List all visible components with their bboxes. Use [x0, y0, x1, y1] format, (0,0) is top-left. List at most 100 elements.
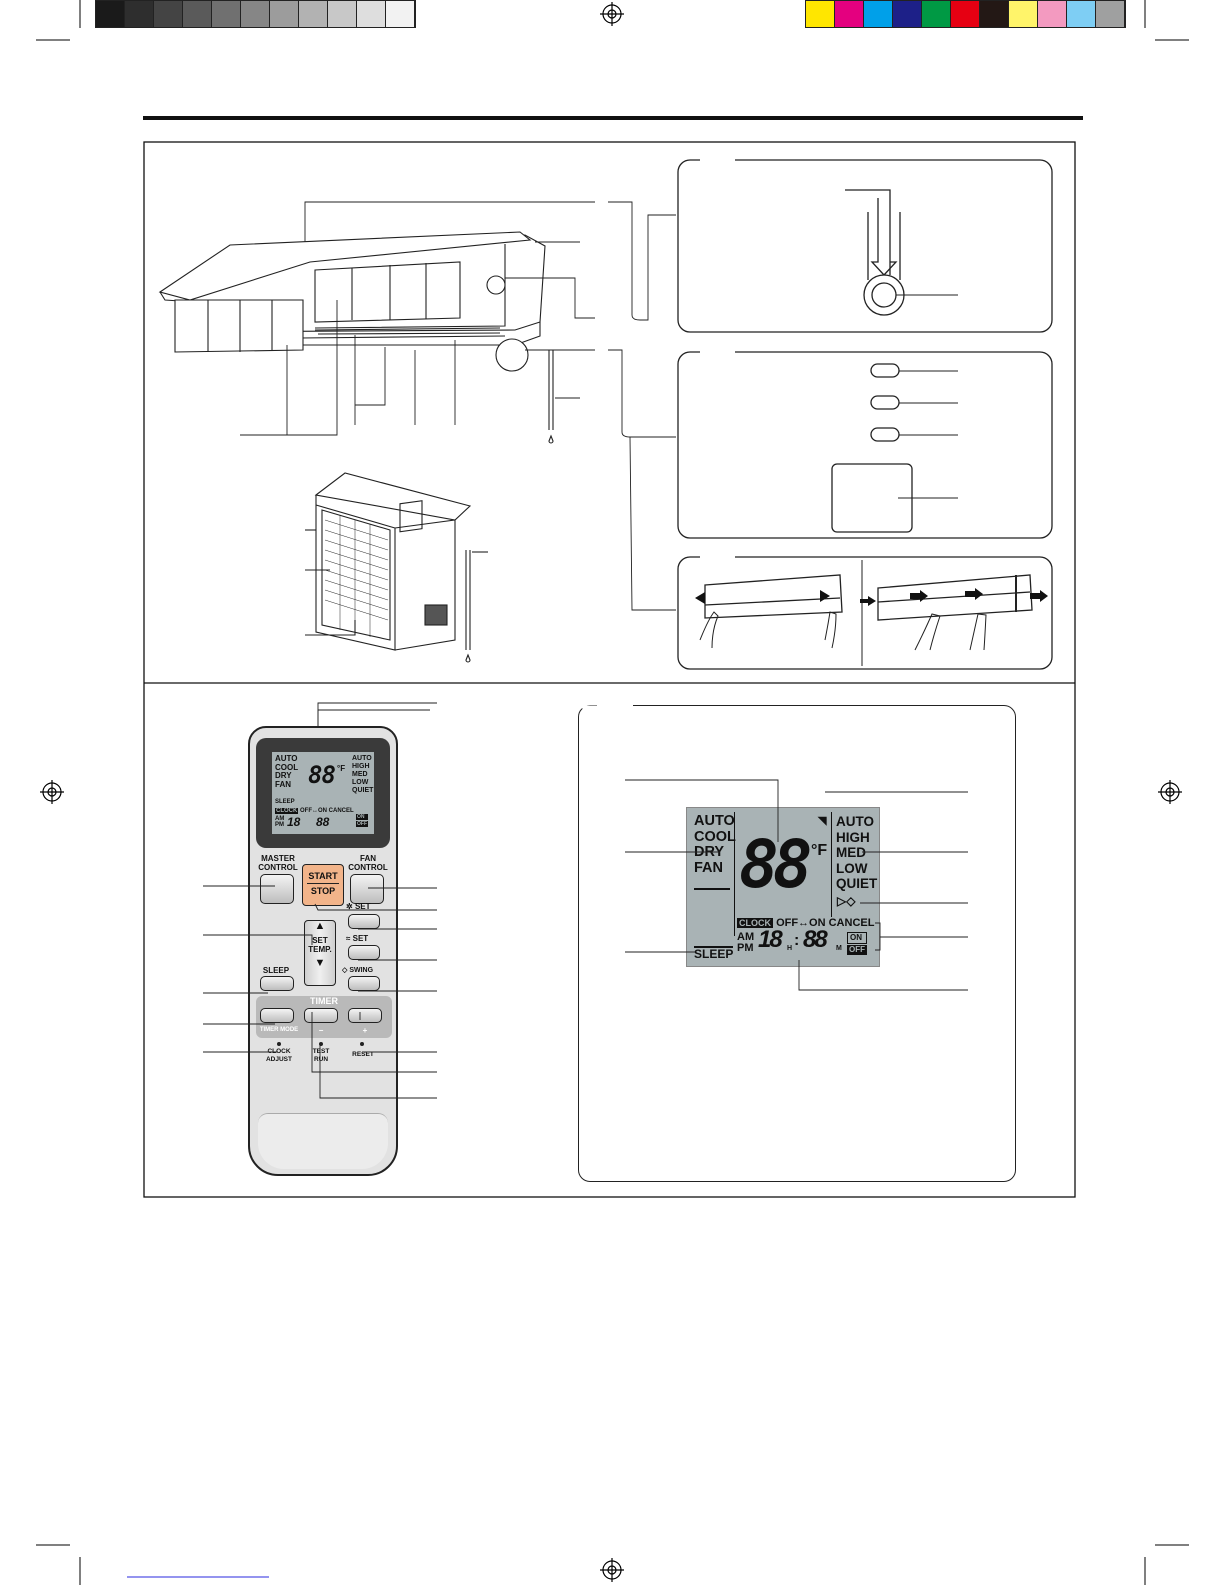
header-rule: [143, 116, 1083, 120]
remote-lcd-digits: 88: [308, 761, 336, 789]
color-swatch-10: [1096, 1, 1125, 27]
display-pm: PM: [737, 942, 754, 954]
set-1-button[interactable]: [348, 914, 380, 929]
indoor-outdoor-units-diagram: [158, 158, 1053, 670]
set-temp-label-2: TEMP.: [308, 945, 332, 954]
gray-swatch-6: [270, 1, 299, 27]
registration-target-icon: [40, 2, 1182, 1582]
remote-lower-panel: [258, 1113, 388, 1169]
remote-lcd-off: OFF: [356, 821, 368, 827]
remote-fan-item: QUIET: [352, 787, 374, 794]
sleep-label: SLEEP: [262, 966, 290, 975]
timer-mode-button[interactable]: [260, 1008, 294, 1023]
set-1-label: SET: [354, 902, 371, 911]
display-unit: °F: [811, 842, 828, 859]
display-time-h: 18: [758, 926, 783, 953]
set-2-label: SET: [352, 934, 369, 943]
remote-lcd-time-m: 88: [316, 815, 330, 829]
set-temp-label-1: SET: [312, 936, 328, 945]
display-clock: CLOCK: [737, 918, 773, 928]
clock-adjust-label-1: CLOCK: [267, 1048, 291, 1055]
display-fan-item: QUIET: [836, 876, 878, 891]
set-2-button[interactable]: [348, 945, 380, 960]
color-swatch-1: [835, 1, 864, 27]
arrow-icons: [695, 588, 1048, 606]
display-fan-item: AUTO: [836, 814, 875, 829]
remote-lcd-am: AM: [275, 816, 285, 822]
color-swatch-8: [1038, 1, 1067, 27]
remote-fan-item: AUTO: [352, 755, 372, 762]
clock-adjust-label-2: ADJUST: [265, 1056, 292, 1063]
color-swatch-6: [980, 1, 1009, 27]
remote-fan-item: MED: [352, 771, 368, 778]
start-stop-button[interactable]: START STOP: [302, 864, 344, 906]
display-m-unit: M: [836, 945, 842, 952]
color-scale-bar: [805, 0, 1126, 28]
swing-button[interactable]: [348, 976, 380, 991]
timer-plus-label: +: [362, 1026, 368, 1035]
display-h-unit: H: [787, 945, 793, 952]
gray-swatch-10: [386, 1, 415, 27]
test-run-label-2: RUN: [313, 1056, 329, 1063]
master-control-button[interactable]: [260, 874, 294, 904]
indoor-unit: [158, 231, 554, 444]
gray-swatch-3: [183, 1, 212, 27]
display-digits: 88: [739, 826, 813, 903]
gray-swatch-9: [357, 1, 386, 27]
remote-fan-item: LOW: [352, 779, 369, 786]
color-swatch-7: [1009, 1, 1038, 27]
heat-icon: ✲: [346, 902, 355, 911]
sleep-button[interactable]: [260, 976, 294, 991]
set-temp-rocker[interactable]: ▲ SET TEMP. ▼: [304, 920, 336, 986]
color-swatch-9: [1067, 1, 1096, 27]
reset-label: RESET: [352, 1051, 374, 1058]
remote-lcd-unit: °F: [337, 764, 346, 773]
hands: [699, 611, 987, 651]
fan-control-label-2: CONTROL: [348, 863, 388, 872]
remote-lcd-on: ON: [356, 814, 368, 820]
reset-hole[interactable]: [360, 1042, 364, 1046]
remote-mode-item: FAN: [275, 779, 291, 789]
display-fan-item: HIGH: [836, 829, 870, 845]
display-colon: :: [794, 932, 800, 949]
gray-swatch-1: [125, 1, 154, 27]
display-time-m: 88: [803, 926, 828, 953]
fan-control-label-1: FAN: [360, 854, 376, 863]
color-swatch-0: [806, 1, 835, 27]
outdoor-unit: [305, 472, 488, 663]
gray-swatch-0: [96, 1, 125, 27]
swing-display-icon: ▷◇: [837, 894, 856, 908]
display-mode-item: FAN: [694, 859, 723, 876]
master-control-label-1: MASTER: [261, 854, 295, 863]
remote-mode-item: COOL: [275, 762, 299, 772]
wifi-icon: ◥: [818, 815, 827, 827]
display-on: ON: [847, 932, 867, 944]
timer-plus-button[interactable]: [348, 1008, 382, 1023]
display-fan-item: MED: [836, 845, 866, 860]
clock-adjust-hole[interactable]: [277, 1042, 281, 1046]
color-swatch-2: [864, 1, 893, 27]
temp-down-icon[interactable]: ▼: [314, 957, 326, 969]
airflow-icon: ≈: [346, 934, 353, 943]
display-mode-item: AUTO: [694, 813, 735, 829]
remote-lcd-timer-line: OFF↔ON CANCEL: [300, 808, 354, 814]
display-off: OFF: [847, 945, 867, 955]
fan-control-button[interactable]: [350, 874, 384, 904]
remote-mode-item: AUTO: [275, 754, 298, 763]
gray-scale-bar: [95, 0, 416, 28]
temp-up-icon[interactable]: ▲: [314, 920, 326, 932]
color-swatch-4: [922, 1, 951, 27]
test-run-hole[interactable]: [319, 1042, 323, 1046]
remote-mode-item: DRY: [275, 771, 292, 780]
timer-minus-button[interactable]: [304, 1008, 338, 1023]
detail-panel-c: [677, 555, 1053, 670]
